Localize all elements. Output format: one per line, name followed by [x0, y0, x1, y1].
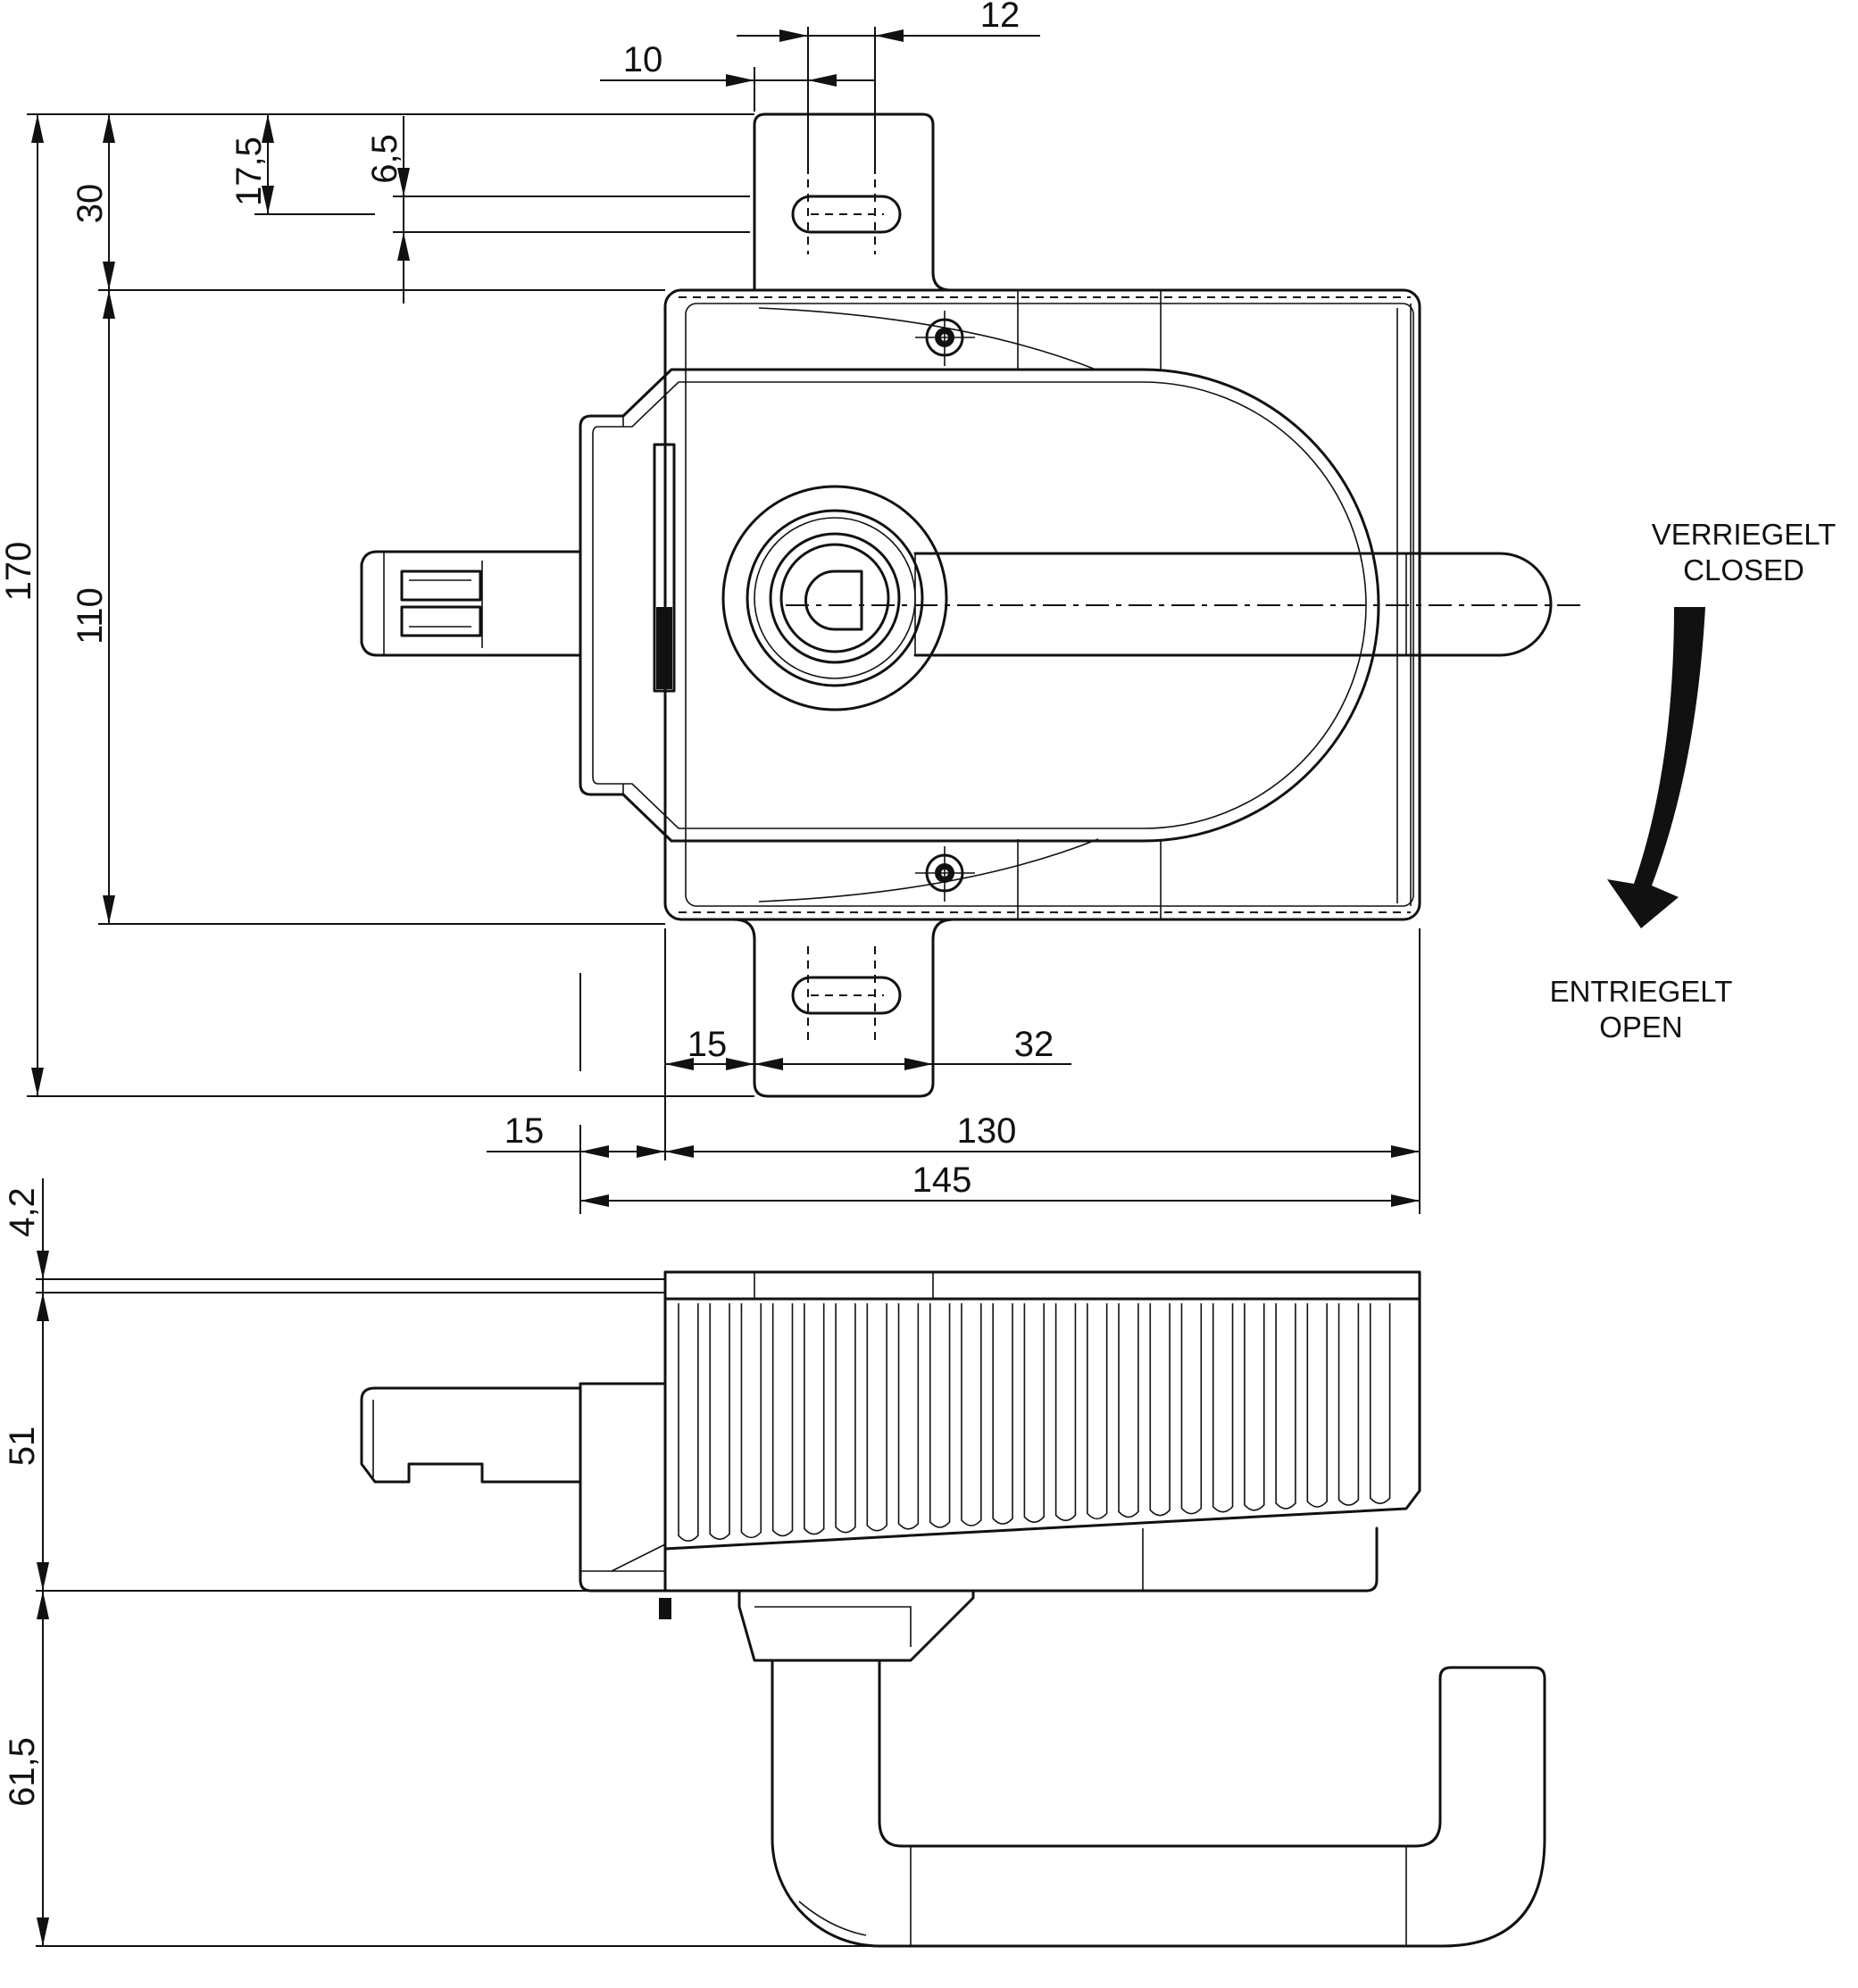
front-cover: [579, 368, 1380, 843]
front-cover-side: [579, 1382, 667, 1593]
label-open-de: ENTRIEGELT: [1550, 975, 1733, 1008]
top-view: [360, 112, 1580, 1098]
handle: [913, 552, 1553, 657]
dim-body-height: 110: [71, 587, 110, 645]
finned-housing: [663, 1297, 1421, 1551]
latch-bolt: [360, 550, 582, 657]
label-open-en: OPEN: [1599, 1011, 1683, 1044]
cooling-fin: [929, 1303, 951, 1528]
cooling-fin: [1244, 1303, 1265, 1511]
position-indicator: [653, 443, 676, 693]
cooling-fin: [1337, 1303, 1360, 1506]
dim-hole-offset: 17,5: [229, 137, 269, 206]
lower-slot: [791, 976, 902, 1015]
cooling-fin: [1087, 1303, 1108, 1520]
cooling-fin: [678, 1303, 699, 1542]
dim-cover-thickness: 4,2: [3, 1187, 42, 1237]
handle-side: [771, 1659, 1546, 1948]
cooling-fin: [740, 1303, 762, 1539]
label-closed-de: VERRIEGELT: [1652, 518, 1837, 551]
upper-mounting-bracket: [753, 112, 953, 292]
rotary-knob: [721, 485, 948, 711]
rotation-arrow: [1607, 607, 1705, 928]
dimension-lines: [27, 27, 1421, 1947]
lower-mounting-bracket: [732, 918, 955, 1098]
label-closed-en: CLOSED: [1683, 553, 1804, 586]
cooling-fin: [866, 1303, 887, 1532]
cooling-fin: [1118, 1303, 1139, 1518]
dim-slot-spacing: 12: [980, 0, 1021, 35]
dim-handle-depth: 61,5: [3, 1737, 42, 1807]
lower-screw: [915, 846, 975, 902]
cooling-fin: [1023, 1303, 1046, 1523]
cooling-fin: [1149, 1303, 1171, 1517]
upper-screw: [915, 311, 975, 366]
dim-overall-height: 170: [0, 542, 38, 602]
cooling-fins: [678, 1303, 1391, 1542]
cooling-fin: [897, 1303, 920, 1530]
dim-body-width: 130: [957, 1111, 1017, 1151]
dim-bracket-height: 30: [71, 184, 110, 224]
cooling-fin: [771, 1303, 794, 1537]
housing-top-rim: [663, 1270, 1421, 1301]
cooling-fin: [1212, 1303, 1234, 1513]
dim-left-offset: 15: [504, 1111, 545, 1151]
cooling-fin: [1275, 1303, 1296, 1510]
cooling-fin: [961, 1303, 982, 1526]
cooling-fin: [1180, 1303, 1203, 1515]
upper-slot: [791, 195, 902, 234]
cooling-fin: [1306, 1303, 1328, 1508]
dim-overall-width: 145: [912, 1160, 972, 1200]
dim-bracket-width: 32: [1014, 1025, 1054, 1064]
cooling-fin: [992, 1303, 1013, 1525]
dim-bracket-offset: 15: [687, 1025, 728, 1064]
latch-bolt-side: [360, 1386, 582, 1484]
dim-slot-width: 10: [623, 40, 663, 79]
side-view: [360, 1270, 1546, 1948]
cooling-fin: [709, 1303, 730, 1541]
cooling-fin: [1054, 1303, 1077, 1522]
cooling-fin: [1369, 1303, 1391, 1504]
knob-base-side: [737, 1589, 975, 1662]
dim-housing-depth: 51: [3, 1427, 42, 1467]
cooling-fin: [804, 1303, 825, 1535]
dim-slot-height: 6,5: [365, 134, 404, 184]
cooling-fin: [835, 1303, 856, 1534]
